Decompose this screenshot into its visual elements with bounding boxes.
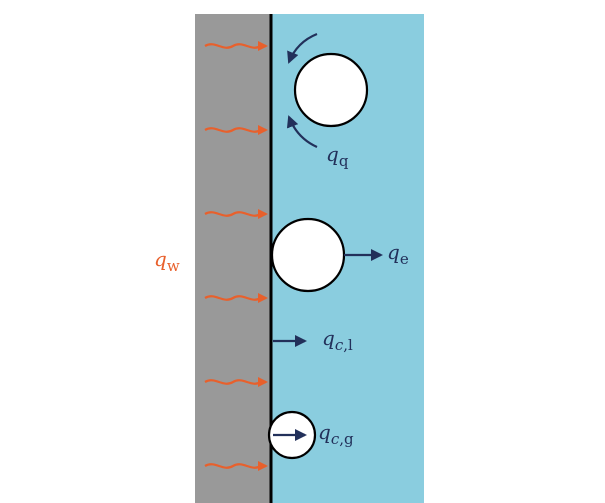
- heat-arrow-4: [204, 293, 268, 303]
- label-qc-l: qc,l: [322, 326, 353, 354]
- quench-arrows: [286, 32, 318, 149]
- heat-arrow-5: [204, 377, 268, 387]
- label-qq: qq: [326, 142, 349, 170]
- quench-arrow-top: [287, 32, 318, 64]
- flux-arrows: [273, 249, 383, 441]
- label-qe: qe: [387, 240, 409, 268]
- wall-heat-arrows: [204, 41, 268, 471]
- departed-bubble: [293, 52, 369, 128]
- heat-arrow-2: [204, 125, 268, 135]
- label-qw: qw: [154, 247, 180, 275]
- quench-arrow-bottom: [286, 115, 318, 149]
- heated-wall: [195, 14, 271, 503]
- label-qc-g: qc,g: [318, 420, 354, 448]
- growing-bubble: [270, 217, 346, 293]
- heat-arrow-3: [204, 209, 268, 219]
- heat-arrow-6: [204, 461, 268, 471]
- heat-arrow-1: [204, 41, 268, 51]
